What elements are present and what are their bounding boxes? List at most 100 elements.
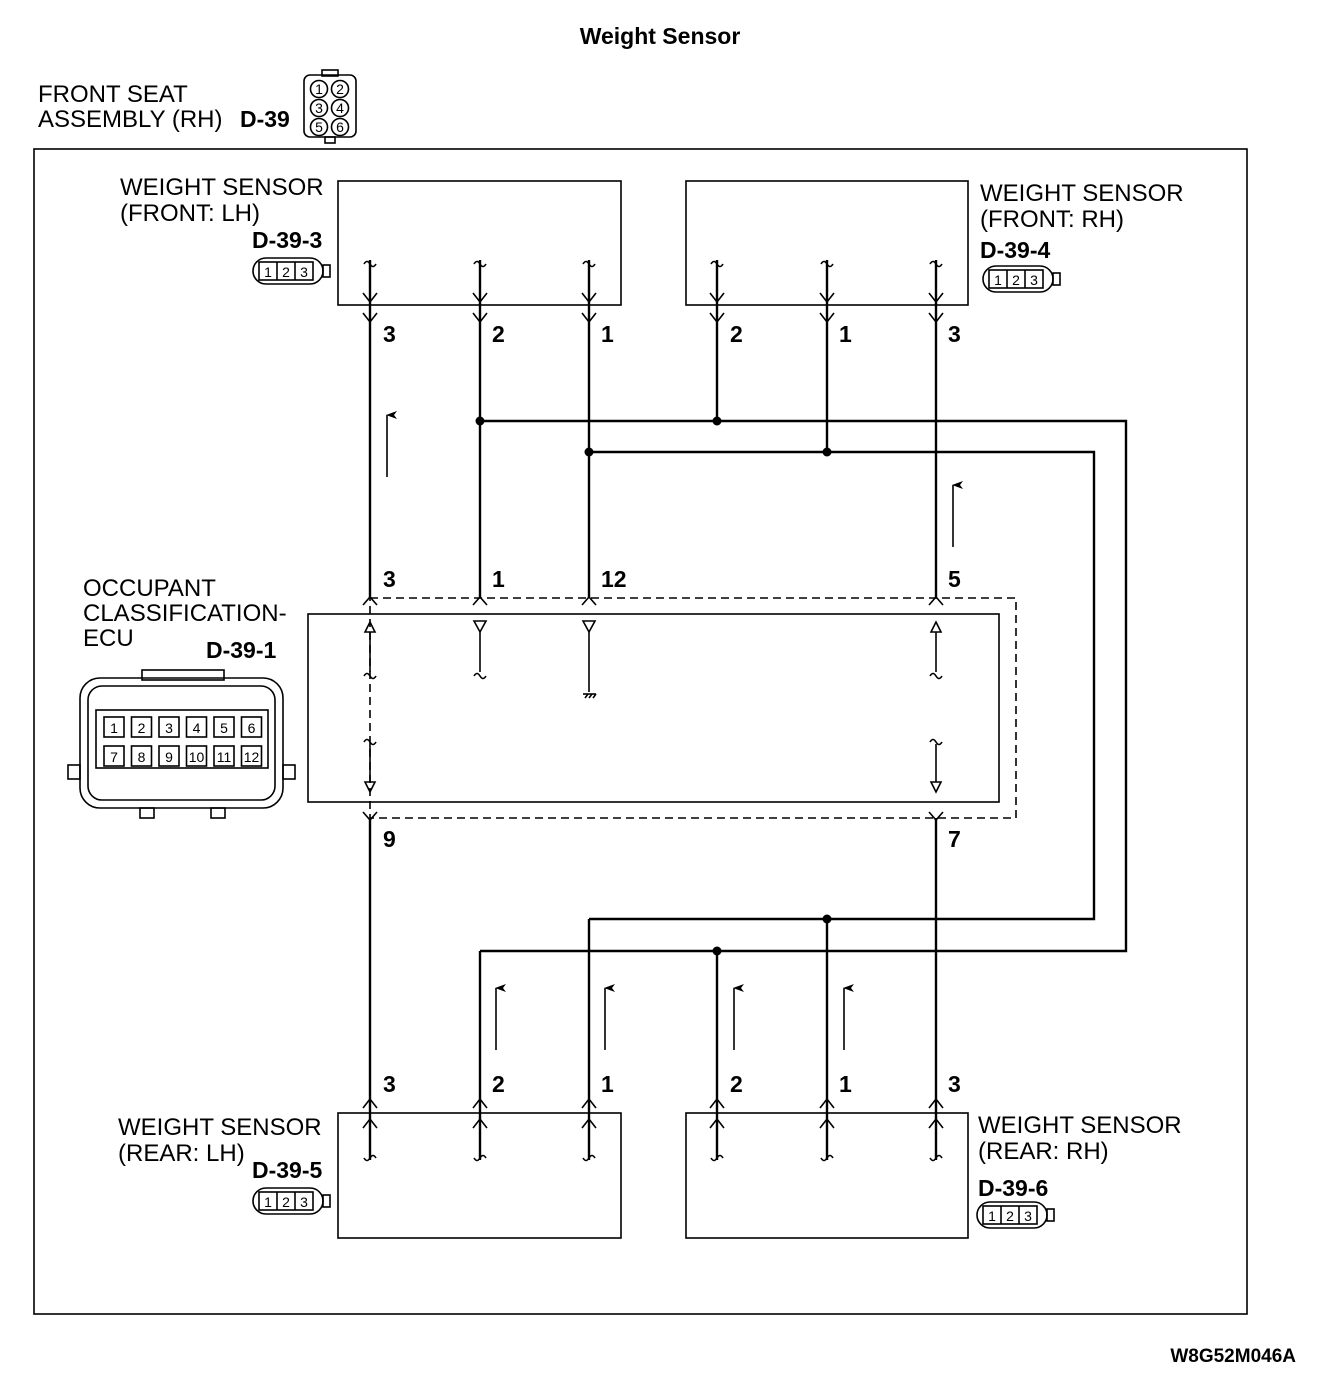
harness-connector-code: D-39: [240, 106, 290, 132]
ecu-face-pin-cell: [240, 716, 263, 738]
ecu-top-pin-label: 12: [601, 566, 627, 592]
connector-pin: 1: [264, 1194, 272, 1210]
rear-rh-pin-label: 3: [948, 1071, 961, 1097]
harness-label-line2: ASSEMBLY (RH): [38, 106, 223, 133]
connector-pin: 1: [994, 272, 1002, 288]
rear-rh-connector-icon: 1 2 3: [976, 1201, 1055, 1229]
ecu-face-pin-cell: [158, 745, 180, 767]
connector-pin: 1: [264, 264, 272, 280]
terminal-symbol: [362, 1117, 378, 1129]
rear-rh-label-line1: WEIGHT SENSOR: [978, 1112, 1182, 1139]
ecu-face-pin-cell: [213, 716, 235, 738]
front-lh-label-line1: WEIGHT SENSOR: [120, 174, 324, 201]
ecu-label-line2: CLASSIFICATION-: [83, 600, 287, 627]
rear-lh-pin-label: 3: [383, 1071, 396, 1097]
terminal-symbol: [473, 260, 487, 268]
connector-pin: 2: [282, 264, 290, 280]
ecu-face-pin: 11: [217, 749, 232, 765]
figure-code: W8G52M046A: [1170, 1346, 1296, 1367]
ecu-face-pin-cell: [240, 745, 263, 767]
ecu-face-pin-cell: [213, 745, 235, 767]
rear-lh-pin-label: 2: [492, 1071, 505, 1097]
terminal-symbol: [928, 1097, 944, 1109]
front-lh-connector-code: D-39-3: [252, 227, 322, 253]
terminal-symbol: [581, 312, 597, 324]
ecu-connector-outline: [369, 597, 1017, 819]
terminal-symbol: [819, 1097, 835, 1109]
ecu-top-pin-label: 5: [948, 566, 961, 592]
terminal-symbol: [928, 1117, 944, 1129]
ecu-face-pin: 3: [165, 720, 173, 736]
terminal-symbol: [472, 312, 488, 324]
connector-pin: 2: [282, 1194, 290, 1210]
terminal-symbol: [472, 292, 488, 304]
front-lh-connector-icon: 1 2 3: [252, 257, 331, 285]
harness-pin: 3: [315, 100, 323, 116]
bus-pin2-loop: [480, 419, 1128, 953]
ecu-face-pin-cell: [130, 745, 153, 767]
front-rh-connector-icon: 1 2 3: [982, 265, 1061, 293]
terminal-symbol: [929, 1154, 943, 1162]
seat-assembly-frame: [33, 148, 1248, 1315]
ecu-bottom-pin-label: 7: [948, 826, 961, 852]
rear-rh-label-line2: (REAR: RH): [978, 1138, 1109, 1165]
terminal-symbol: [819, 292, 835, 304]
terminal-symbol: [363, 1154, 377, 1162]
terminal-symbol: [472, 595, 488, 606]
terminal-symbol: [820, 1154, 834, 1162]
front-rh-label-line2: (FRONT: RH): [980, 206, 1124, 233]
terminal-symbol: [709, 312, 725, 324]
terminal-symbol: [709, 1117, 725, 1129]
front-lh-label-line2: (FRONT: LH): [120, 200, 260, 227]
terminal-symbol: [928, 312, 944, 324]
ecu-face-pin: 1: [110, 720, 118, 736]
ecu-face-pin: 5: [220, 720, 228, 736]
rear-lh-connector-icon: 1 2 3: [252, 1187, 331, 1215]
front-rh-connector-code: D-39-4: [980, 237, 1051, 263]
terminal-symbol: [581, 292, 597, 304]
ecu-connector-code: D-39-1: [206, 637, 277, 663]
terminal-symbol: [820, 260, 834, 268]
rear-rh-connector-code: D-39-6: [978, 1175, 1048, 1201]
ecu-face-pin-cell: [185, 716, 208, 738]
ecu-face-pin-cell: [103, 745, 125, 767]
harness-pin: 2: [336, 81, 344, 97]
junction-dots: [475, 416, 832, 956]
harness-pin: 4: [336, 100, 344, 116]
ecu-label-line1: OCCUPANT: [83, 575, 216, 602]
terminal-symbol: [819, 312, 835, 324]
ecu-face-pin: 2: [138, 720, 146, 736]
terminal-symbol: [582, 260, 596, 268]
rear-rh-pin-label: 1: [839, 1071, 852, 1097]
terminal-symbol: [710, 1154, 724, 1162]
rear-lh-connector-code: D-39-5: [252, 1157, 323, 1183]
terminal-symbol: [819, 1117, 835, 1129]
diagram-title: Weight Sensor: [580, 23, 741, 49]
terminal-symbol: [928, 811, 944, 822]
ecu-top-pin-label: 3: [383, 566, 396, 592]
terminal-symbol: [362, 312, 378, 324]
terminal-symbol: [362, 595, 378, 606]
ecu-top-pin-label: 1: [492, 566, 505, 592]
terminal-symbol: [581, 1097, 597, 1109]
connector-pin: 2: [1012, 272, 1020, 288]
connector-pin: 1: [988, 1208, 996, 1224]
terminal-symbol: [582, 1154, 596, 1162]
terminal-symbol: [363, 260, 377, 268]
ecu-face-pin-cell: [158, 716, 180, 738]
connector-pin: 2: [1006, 1208, 1014, 1224]
ecu-face-pin-cell: [185, 745, 208, 767]
terminal-symbol: [929, 260, 943, 268]
ecu-face-pin: 8: [138, 749, 146, 765]
ecu-box: [307, 613, 1000, 803]
harness-label-line1: FRONT SEAT: [38, 81, 188, 108]
rear-lh-pin-label: 1: [601, 1071, 614, 1097]
harness-pin: 6: [336, 119, 344, 135]
terminal-symbol: [709, 292, 725, 304]
ecu-face-pin: 9: [165, 749, 173, 765]
ecu-face-pin: 10: [189, 749, 205, 765]
terminal-symbol: [362, 292, 378, 304]
terminal-symbol: [710, 260, 724, 268]
ecu-face-pin-cell: [103, 716, 125, 738]
terminal-symbol: [362, 811, 378, 822]
